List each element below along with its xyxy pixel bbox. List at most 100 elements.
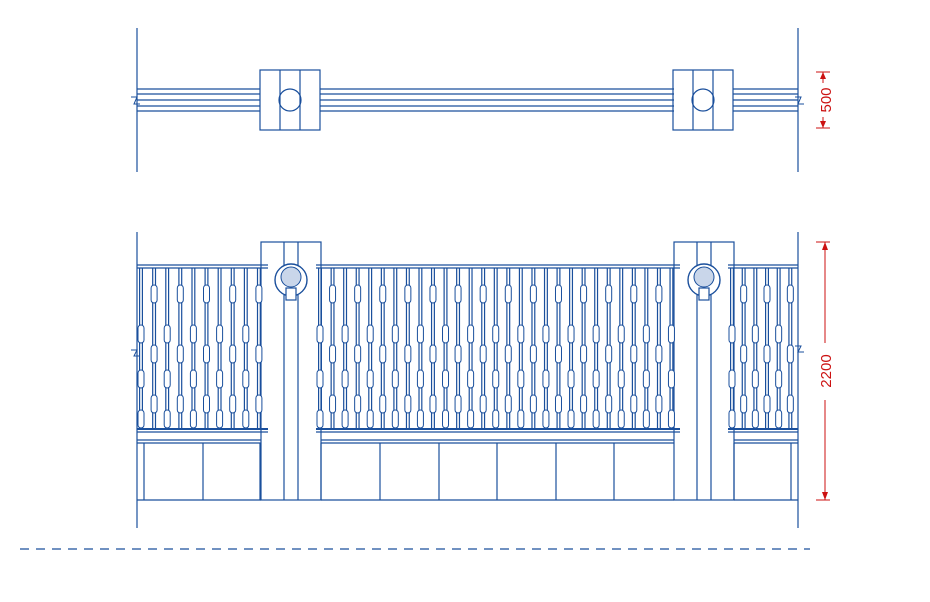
baluster-collar (242, 324, 250, 344)
dimension-arrow (820, 72, 826, 79)
baluster-collar (655, 394, 663, 414)
plinth-left (137, 439, 261, 501)
baluster-collar (229, 394, 237, 414)
baluster-collar (580, 284, 588, 304)
baluster-collar (216, 369, 224, 389)
baluster-collar (728, 409, 736, 429)
baluster-collar (366, 409, 374, 429)
baluster-collar (642, 369, 650, 389)
baluster-collar (542, 369, 550, 389)
baluster-collar (630, 394, 638, 414)
baluster-collar (366, 324, 374, 344)
baluster-collar (775, 324, 783, 344)
plan-view (131, 28, 804, 172)
baluster-collar (341, 409, 349, 429)
baluster-collar (329, 394, 337, 414)
lamp-globe (280, 266, 302, 288)
baluster-collar (366, 369, 374, 389)
plan-post-outline (259, 69, 321, 131)
baluster-collar (763, 284, 771, 304)
baluster-collar (517, 324, 525, 344)
baluster-collar (176, 344, 184, 364)
baluster-collar (728, 324, 736, 344)
baluster-collar (442, 409, 450, 429)
baluster-collar (617, 409, 625, 429)
baluster-collar (354, 394, 362, 414)
baluster-collar (529, 344, 537, 364)
baluster-collar (592, 369, 600, 389)
baluster-collar (216, 324, 224, 344)
baluster-collar (454, 394, 462, 414)
baluster-collar (667, 369, 675, 389)
plinth-center (320, 439, 674, 501)
baluster-collar (554, 284, 562, 304)
baluster-collar (229, 284, 237, 304)
baluster-collar (189, 369, 197, 389)
plan-lamp-circle (278, 88, 302, 112)
baluster-collar (567, 369, 575, 389)
baluster-collar (605, 284, 613, 304)
baluster-collar (189, 409, 197, 429)
baluster-collar (775, 369, 783, 389)
baluster-collar (504, 394, 512, 414)
baluster-collar (316, 409, 324, 429)
baluster-collar (429, 284, 437, 304)
baluster-collar (150, 394, 158, 414)
baluster-collar (740, 284, 748, 304)
baluster-collar (667, 409, 675, 429)
baluster-collar (467, 324, 475, 344)
baluster-collar (542, 324, 550, 344)
baluster-collar (391, 369, 399, 389)
lamp-bracket (698, 287, 710, 301)
baluster-collar (137, 324, 145, 344)
baluster-collar (137, 409, 145, 429)
baluster-collar (605, 344, 613, 364)
plan-post-outline (672, 69, 734, 131)
baluster-collar (429, 394, 437, 414)
baluster-collar (529, 284, 537, 304)
baluster-collar (137, 369, 145, 389)
baluster-collar (203, 394, 210, 414)
plan-depth-dimension-label: 500 (818, 87, 835, 112)
baluster-collar (554, 344, 562, 364)
baluster-collar (728, 369, 736, 389)
baluster-collar (567, 409, 575, 429)
baluster-collar (316, 324, 324, 344)
plinth-right (733, 439, 798, 501)
baluster-collar (176, 394, 184, 414)
baluster-collar (150, 284, 158, 304)
baluster-collar (442, 324, 450, 344)
break-mark (795, 345, 804, 353)
baluster-collar (163, 369, 171, 389)
baluster-collar (592, 409, 600, 429)
baluster-collar (416, 369, 424, 389)
baluster-collar (203, 344, 210, 364)
dimension-arrow (820, 121, 826, 128)
baluster-collar (316, 369, 324, 389)
baluster-collar (751, 324, 759, 344)
baluster-collar (255, 284, 263, 304)
baluster-collar (504, 344, 512, 364)
baluster-collar (592, 324, 600, 344)
railing-panel-center (316, 264, 680, 433)
baluster-collar (329, 284, 337, 304)
baluster-collar (379, 284, 387, 304)
baluster-collar (354, 344, 362, 364)
baluster-collar (554, 394, 562, 414)
baluster-collar (630, 284, 638, 304)
elevation-height-dimension-label: 2200 (818, 354, 835, 387)
baluster-collar (467, 369, 475, 389)
baluster-collar (786, 284, 794, 304)
baluster-collar (454, 344, 462, 364)
baluster-collar (176, 284, 184, 304)
baluster-collar (751, 409, 759, 429)
baluster-collar (763, 344, 771, 364)
baluster-collar (642, 324, 650, 344)
railing-panel-left (137, 264, 268, 433)
baluster-collar (229, 344, 237, 364)
baluster-collar (216, 409, 224, 429)
dimension-arrow (822, 492, 828, 500)
baluster-collar (442, 369, 450, 389)
baluster-collar (642, 409, 650, 429)
baluster-collar (617, 369, 625, 389)
